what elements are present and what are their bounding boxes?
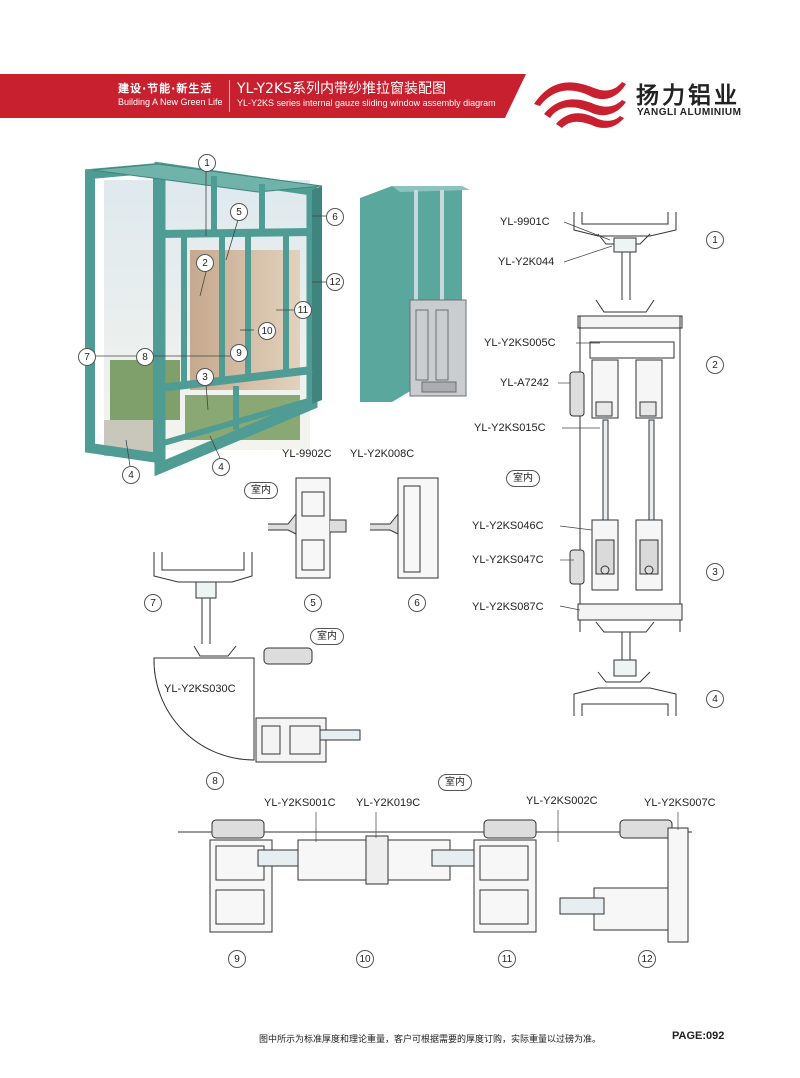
footer-note: 图中所示为标准厚度和理论重量，客户可根据需要的厚度订购，实际重量以过磅为准。 [259,1035,602,1045]
page-value: 092 [706,1030,725,1042]
slogan-en: Building A New Green Life [118,97,223,107]
page-number: PAGE:092 [672,1030,724,1042]
label-yl-a7242: YL-A7242 [500,377,549,389]
indoor-label-right: 室内 [506,470,540,487]
index-6: 6 [408,594,426,612]
label-yl-y2ks002c: YL-Y2KS002C [526,795,598,807]
callout-2: 2 [196,254,214,272]
label-yl-y2ks087c: YL-Y2KS087C [472,601,544,613]
callout-7: 7 [78,348,96,366]
yangli-logo-icon [534,82,626,128]
label-yl-y2ks046c: YL-Y2KS046C [472,520,544,532]
callout-1: 1 [198,154,216,172]
index-12: 12 [638,950,656,968]
label-yl-y2k008c: YL-Y2K008C [350,448,415,460]
indoor-label-56: 室内 [244,482,278,499]
slogan-cn: 建设·节能·新生活 [118,82,213,95]
callout-8: 8 [136,348,154,366]
label-yl-y2ks005c: YL-Y2KS005C [484,337,556,349]
label-yl-y2k044: YL-Y2K044 [498,256,555,268]
index-1: 1 [706,231,724,249]
label-yl-y2k019c: YL-Y2K019C [356,797,421,809]
label-yl-y2ks030c: YL-Y2KS030C [164,683,236,695]
label-yl-y2ks047c: YL-Y2KS047C [472,554,544,566]
label-yl-y2ks001c: YL-Y2KS001C [264,797,336,809]
callout-4-right: 4 [212,458,230,476]
index-4: 4 [706,690,724,708]
callout-11: 11 [294,301,312,319]
label-yl-y2ks007c: YL-Y2KS007C [644,797,716,809]
brand-name-cn: 扬力铝业 [636,83,740,109]
callout-3: 3 [196,368,214,386]
label-yl-y2ks015c: YL-Y2KS015C [474,422,546,434]
indoor-label-bottom: 室内 [438,774,472,791]
indoor-label-78: 室内 [310,628,344,645]
label-yl-9902c: YL-9902C [282,448,332,460]
brand-name-en: YANGLI ALUMINIUM [637,107,742,118]
label-yl-9901c: YL-9901C [500,216,550,228]
profile-3d-render [360,186,470,402]
window-3d-render [85,161,326,477]
section-7-8 [153,552,361,763]
page-title: YL-Y2KS系列内带纱推拉窗装配图 [237,81,447,97]
vertical-section [569,212,683,716]
index-8: 8 [206,772,224,790]
callout-12: 12 [326,273,344,291]
horizontal-section [178,819,692,943]
callout-6: 6 [326,208,344,226]
index-11: 11 [498,950,516,968]
index-7: 7 [144,594,162,612]
section-5-6 [268,477,439,579]
index-9: 9 [228,950,246,968]
index-5: 5 [304,594,322,612]
index-3: 3 [706,563,724,581]
page-subtitle: YL-Y2KS series internal gauze sliding wi… [237,98,496,108]
title-banner [0,74,526,118]
page-label: PAGE: [672,1030,707,1042]
index-2: 2 [706,356,724,374]
index-10: 10 [356,950,374,968]
callout-4-left: 4 [122,466,140,484]
callout-5: 5 [230,203,248,221]
callout-10: 10 [258,322,276,340]
callout-9: 9 [230,344,248,362]
banner-divider [229,80,230,112]
